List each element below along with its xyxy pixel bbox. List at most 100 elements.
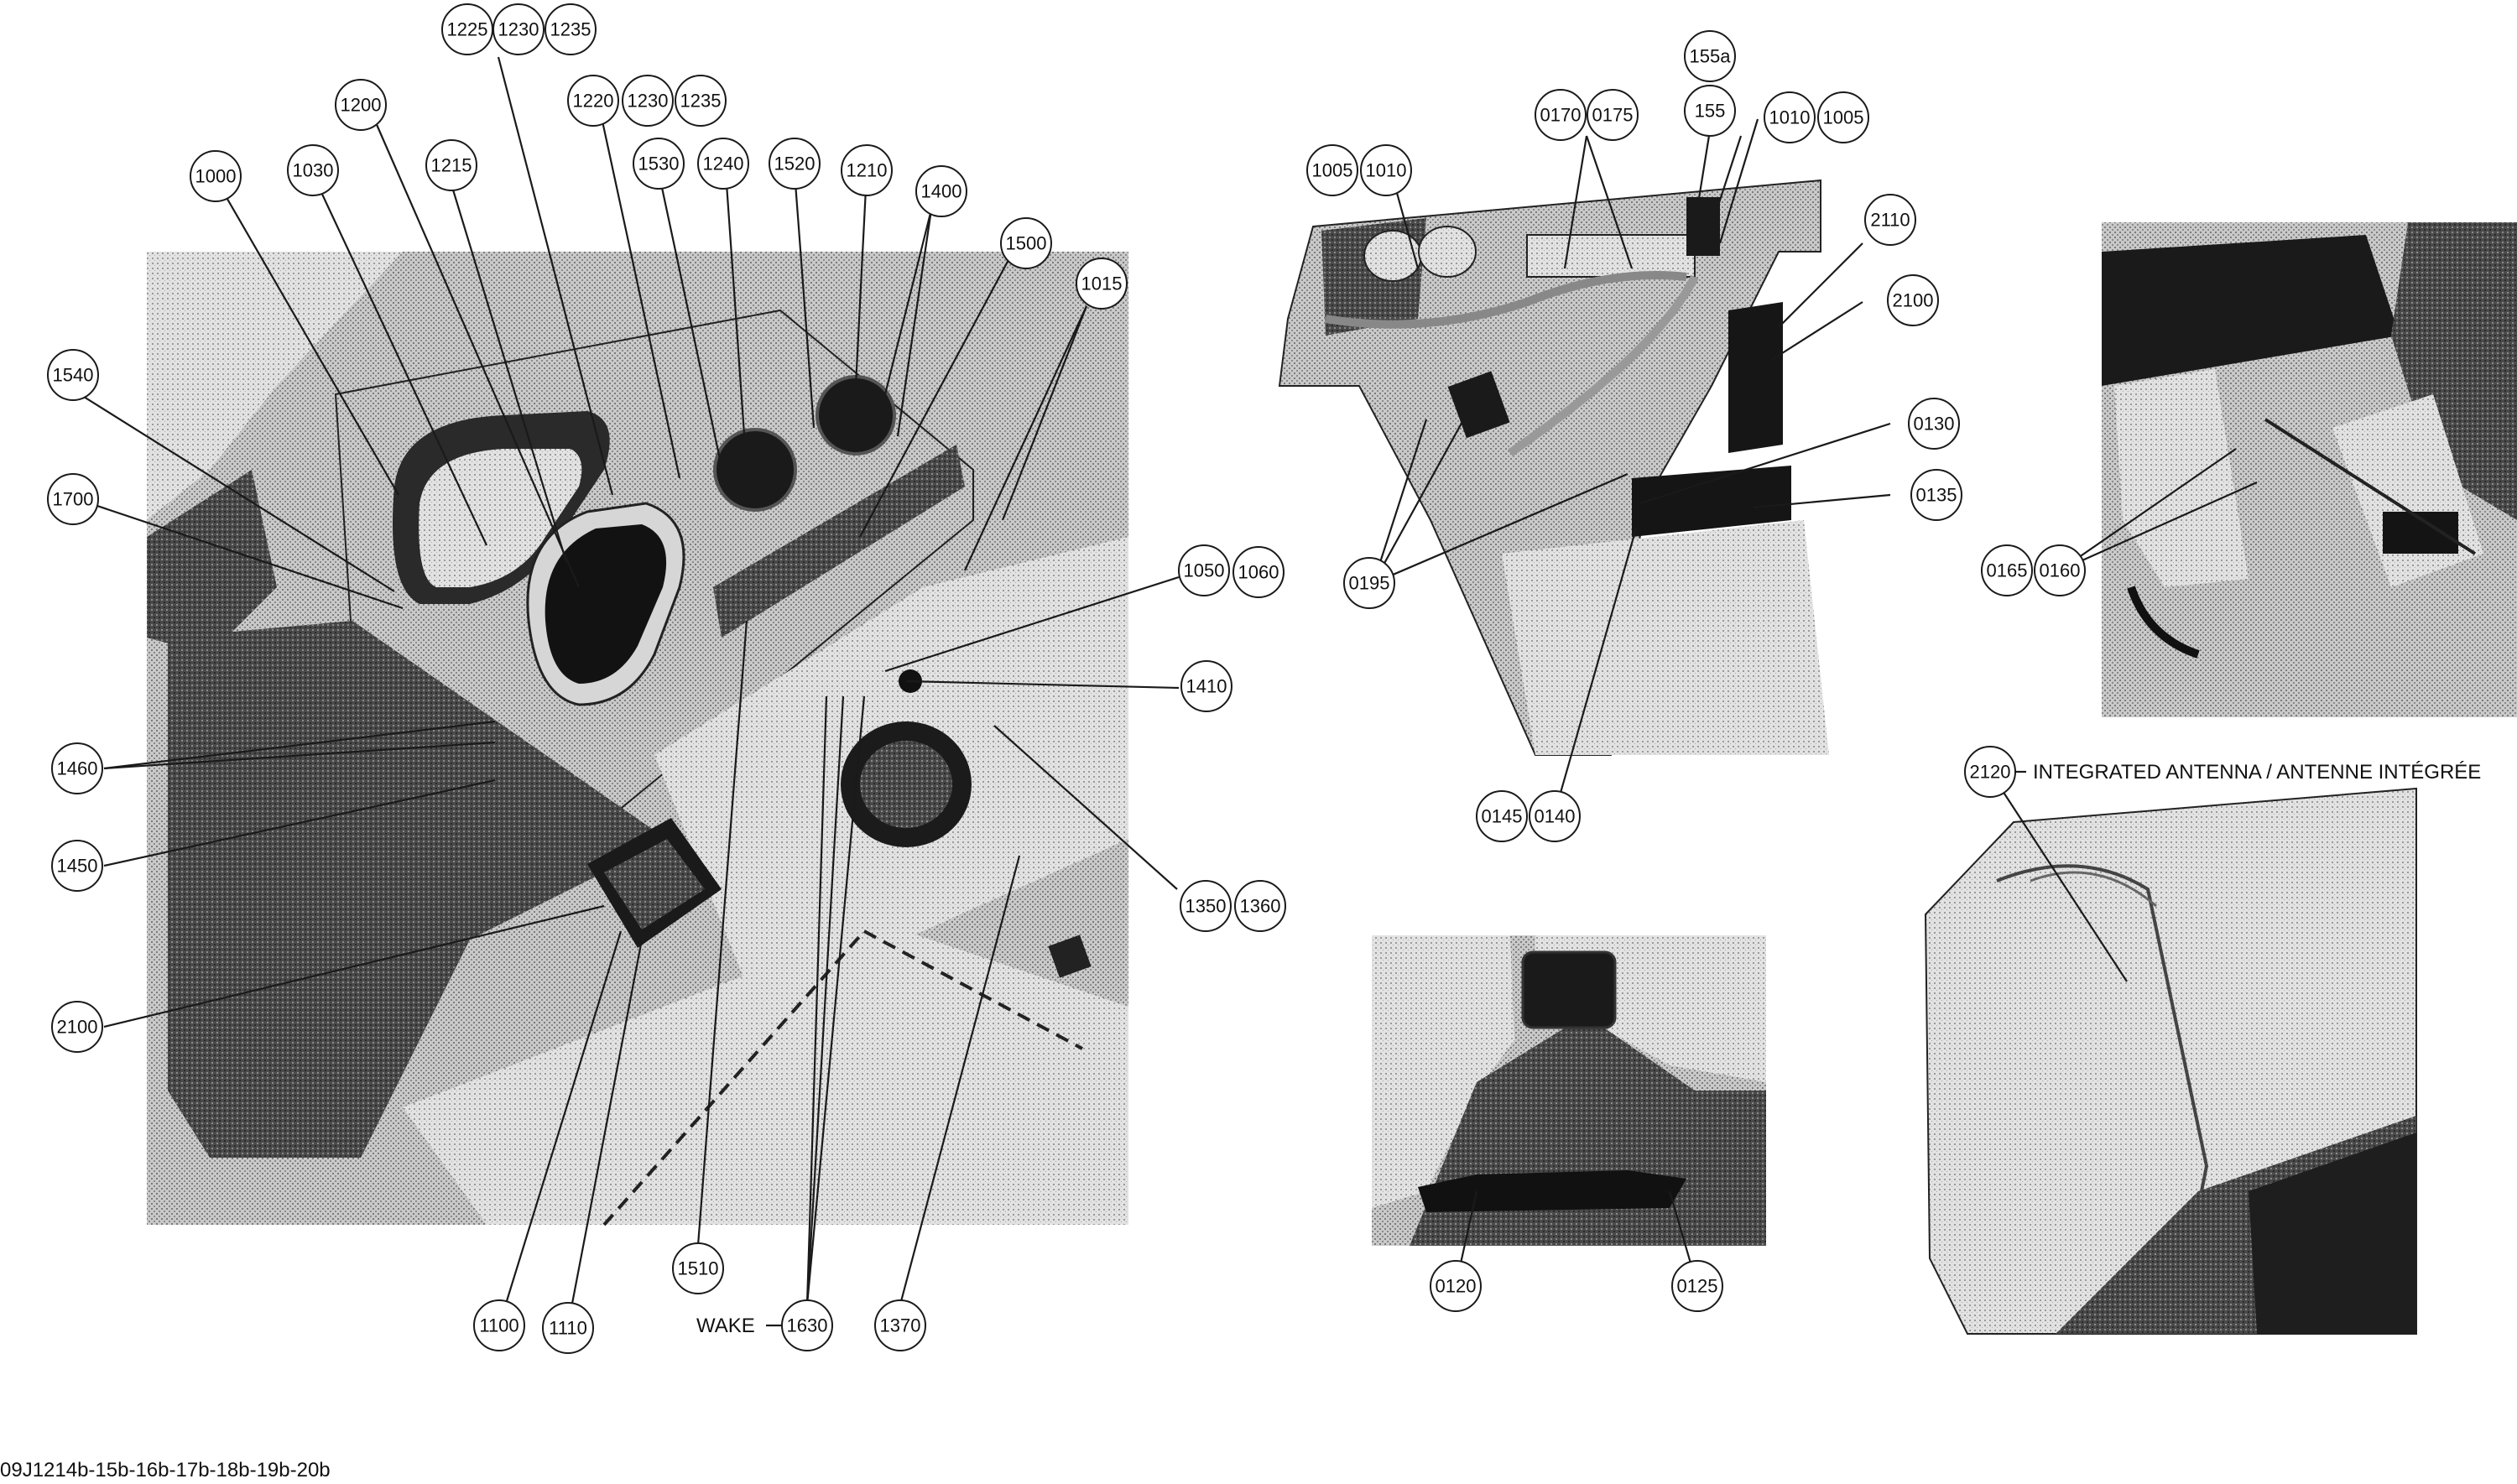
callout-1110-text: 1110 — [549, 1318, 587, 1339]
callout-1230a: 1230 — [492, 3, 545, 55]
integrated-antenna-label: INTEGRATED ANTENNA / ANTENNE INTÉGRÉE — [2033, 761, 2481, 784]
callout-1540-text: 1540 — [53, 365, 94, 386]
callout-1215-text: 1215 — [431, 155, 472, 176]
integrated-antenna-view — [1924, 787, 2417, 1335]
callout-1540: 1540 — [47, 349, 99, 401]
callout-bubbles: 1225 1230 1235 1220 1230 1235 1200 1000 … — [47, 3, 2086, 1354]
callout-1100-text: 1100 — [479, 1315, 519, 1336]
callout-1240: 1240 — [697, 138, 749, 190]
callout-0120: 0120 — [1430, 1260, 1482, 1312]
callout-0125-text: 0125 — [1677, 1276, 1718, 1297]
callout-0145: 0145 — [1476, 790, 1528, 842]
callout-0135: 0135 — [1910, 469, 1962, 521]
callout-1215: 1215 — [425, 139, 477, 191]
callout-2120-text: 2120 — [1970, 762, 2011, 783]
callout-1530-text: 1530 — [638, 154, 680, 174]
callout-1060-text: 1060 — [1238, 562, 1279, 583]
callout-1235b: 1235 — [675, 75, 727, 127]
callout-1100: 1100 — [473, 1299, 525, 1351]
callout-1400: 1400 — [915, 165, 967, 217]
callout-1010b: 1010 — [1360, 144, 1412, 196]
drawing-id: 09J1214b-15b-16b-17b-18b-19b-20b — [0, 1459, 331, 1481]
callout-2100b: 2100 — [1887, 274, 1939, 326]
callout-2100a-text: 2100 — [57, 1017, 98, 1038]
callout-1630: 1630 — [781, 1299, 833, 1351]
callout-1230a-text: 1230 — [498, 19, 539, 40]
callout-1235b-text: 1235 — [680, 91, 722, 112]
callout-1500-text: 1500 — [1006, 233, 1047, 254]
callout-1360: 1360 — [1234, 880, 1286, 932]
callout-1370-text: 1370 — [880, 1315, 921, 1336]
callout-155: 155 — [1684, 85, 1736, 137]
callout-1005a-text: 1005 — [1823, 107, 1864, 128]
callout-155a-text: 155a — [1690, 46, 1732, 67]
callout-0140-text: 0140 — [1535, 806, 1576, 827]
callout-1450-text: 1450 — [57, 856, 98, 877]
antenna-detail-top-view — [2102, 222, 2517, 717]
callout-1370: 1370 — [874, 1299, 926, 1351]
callout-0195-text: 0195 — [1349, 573, 1390, 594]
callout-1350-text: 1350 — [1186, 896, 1227, 917]
callout-1210: 1210 — [841, 144, 893, 196]
callout-0170-text: 0170 — [1540, 105, 1582, 126]
callout-155-text: 155 — [1695, 101, 1726, 122]
callout-2110: 2110 — [1864, 194, 1916, 246]
callout-0175-text: 0175 — [1592, 105, 1634, 126]
callout-0135-text: 0135 — [1916, 485, 1957, 506]
callout-0165: 0165 — [1981, 544, 2033, 596]
callout-2120: 2120 — [1964, 746, 2016, 798]
callout-1630-text: 1630 — [787, 1315, 828, 1336]
callout-1220-text: 1220 — [573, 91, 614, 112]
callout-0160-text: 0160 — [2040, 560, 2081, 581]
callout-1460: 1460 — [51, 742, 103, 794]
callout-1360-text: 1360 — [1240, 896, 1281, 917]
callout-1530: 1530 — [633, 138, 685, 190]
electrical-box-view — [1278, 179, 1829, 756]
callout-1210-text: 1210 — [847, 160, 888, 181]
callout-1400-text: 1400 — [921, 181, 962, 202]
callout-1200-text: 1200 — [341, 95, 382, 116]
callout-1200: 1200 — [335, 79, 387, 131]
callout-1410-text: 1410 — [1186, 676, 1227, 697]
callout-1220: 1220 — [567, 75, 619, 127]
text-labels: WAKE INTEGRATED ANTENNA / ANTENNE INTÉGR… — [0, 761, 2481, 1481]
callout-1510: 1510 — [672, 1242, 724, 1294]
callout-1110: 1110 — [542, 1302, 594, 1354]
callout-1240-text: 1240 — [703, 154, 744, 174]
main-console-view — [147, 252, 1128, 1226]
callout-1410: 1410 — [1180, 660, 1232, 712]
callout-0160: 0160 — [2034, 544, 2086, 596]
callout-1030-text: 1030 — [293, 160, 334, 181]
callout-1010a: 1010 — [1764, 91, 1816, 143]
callout-2100a: 2100 — [51, 1001, 103, 1053]
callout-1000-text: 1000 — [195, 166, 237, 187]
callout-1450: 1450 — [51, 840, 103, 892]
callout-1500: 1500 — [1000, 217, 1052, 269]
callout-0130-text: 0130 — [1914, 414, 1955, 435]
callout-1230b-text: 1230 — [628, 91, 669, 112]
callout-1460-text: 1460 — [57, 758, 98, 779]
callout-1000: 1000 — [190, 150, 242, 202]
callout-155a: 155a — [1684, 30, 1736, 82]
callout-1060: 1060 — [1232, 546, 1285, 598]
callout-1225: 1225 — [441, 3, 493, 55]
callout-1005a: 1005 — [1817, 91, 1869, 143]
callout-0125: 0125 — [1671, 1260, 1723, 1312]
terminal-strip-view — [1372, 935, 1766, 1246]
callout-1030: 1030 — [287, 144, 339, 196]
callout-1010a-text: 1010 — [1769, 107, 1811, 128]
callout-2110-text: 2110 — [1870, 210, 1910, 231]
callout-0165-text: 0165 — [1987, 560, 2028, 581]
callout-1700-text: 1700 — [53, 489, 94, 510]
callout-1520: 1520 — [769, 138, 821, 190]
callout-0130: 0130 — [1908, 398, 1960, 450]
callout-1015-text: 1015 — [1081, 273, 1123, 294]
callout-1005b-text: 1005 — [1312, 160, 1353, 181]
callout-1520-text: 1520 — [774, 154, 816, 174]
callout-1050: 1050 — [1178, 544, 1230, 596]
callout-1010b-text: 1010 — [1366, 160, 1407, 181]
callout-0175: 0175 — [1587, 89, 1639, 141]
callout-1235a-text: 1235 — [550, 19, 591, 40]
callout-1225-text: 1225 — [447, 19, 488, 40]
